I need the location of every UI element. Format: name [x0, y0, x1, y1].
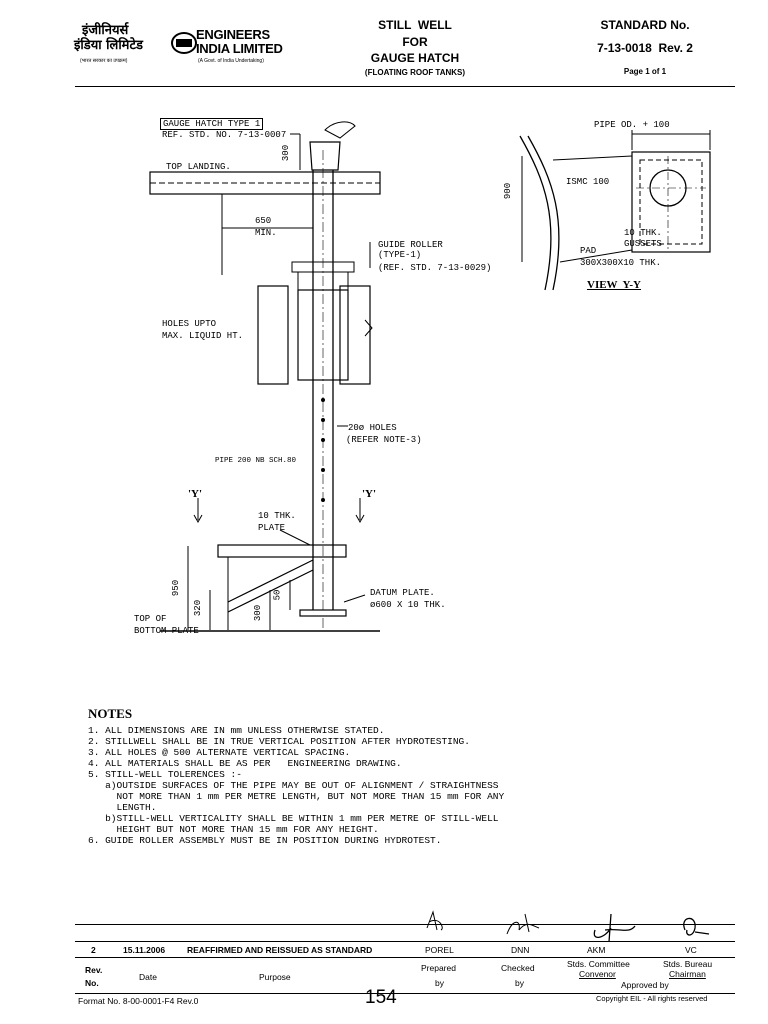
label-gussets-10: 10 THK.	[624, 228, 662, 238]
revision-table: 2 15.11.2006 REAFFIRMED AND REISSUED AS …	[75, 910, 735, 994]
format-number: Format No. 8-00-0001-F4 Rev.0	[78, 996, 199, 1006]
note-item: LENGTH.	[88, 802, 157, 813]
title-line3: GAUGE HATCH	[370, 51, 460, 65]
label-dim-950: 950	[171, 579, 182, 597]
label-holes-upto: HOLES UPTO	[162, 319, 217, 329]
label-refer-note: (REFER NOTE-3)	[346, 435, 422, 445]
logo-en-small: (A Govt. of India Undertaking)	[198, 58, 264, 64]
header-chairman-line1: Stds. Bureau	[663, 959, 713, 969]
label-dim-650: 650	[255, 216, 272, 226]
page-indicator: Page 1 of 1	[623, 67, 667, 76]
table-line	[75, 941, 735, 942]
label-dim-320: 320	[193, 599, 204, 617]
rev-convenor: AKM	[587, 945, 606, 955]
standard-label: STANDARD No.	[600, 18, 690, 32]
label-plate: PLATE	[258, 523, 286, 533]
note-item: 1. ALL DIMENSIONS ARE IN mm UNLESS OTHER…	[88, 725, 385, 736]
standard-number: 7-13-0018 Rev. 2	[597, 41, 693, 55]
label-datum-plate: DATUM PLATE.	[370, 588, 435, 598]
label-max-liquid: MAX. LIQUID HT.	[162, 331, 244, 341]
header-divider	[75, 86, 735, 87]
header-convenor-line2: Convenor	[579, 969, 616, 979]
header-rev-line1: Rev.	[85, 965, 103, 975]
note-item: 6. GUIDE ROLLER ASSEMBLY MUST BE IN POSI…	[88, 835, 442, 846]
note-item: NOT MORE THAN 1 mm PER METRE LENGTH, BUT…	[88, 791, 505, 802]
header-date: Date	[139, 972, 157, 982]
signature-convenor	[593, 913, 636, 943]
rev-chairman: VC	[685, 945, 697, 955]
label-top-of: TOP OF	[134, 614, 167, 624]
note-item: 5. STILL-WELL TOLERENCES :-	[88, 769, 242, 780]
label-datum-size: ø600 X 10 THK.	[370, 600, 446, 610]
note-item: 2. STILLWELL SHALL BE IN TRUE VERTICAL P…	[88, 736, 470, 747]
table-line	[75, 924, 735, 925]
logo-en-line2: INDIA LIMITED	[196, 41, 283, 56]
label-gauge-hatch: GAUGE HATCH TYPE 1	[160, 118, 264, 130]
note-item: a)OUTSIDE SURFACES OF THE PIPE MAY BE OU…	[88, 780, 499, 791]
label-dim-300-top: 300	[281, 144, 292, 162]
note-item: 4. ALL MATERIALS SHALL BE AS PER ENGINEE…	[88, 758, 402, 769]
label-holes-20: 20ø HOLES	[348, 423, 397, 433]
signature-prepared	[426, 910, 443, 931]
label-plate-10: 10 THK.	[258, 511, 296, 521]
header-prepared-line2: by	[435, 978, 444, 988]
rev-prepared: POREL	[425, 945, 454, 955]
label-y-right: 'Y'	[362, 488, 377, 500]
label-type-1: (TYPE-1)	[378, 250, 422, 260]
label-view-yy: VIEW Y-Y	[587, 279, 641, 291]
label-guide-roller: GUIDE ROLLER	[378, 240, 443, 250]
label-ref-std-2: (REF. STD. 7-13-0029)	[378, 263, 492, 273]
label-pad: PAD	[580, 246, 597, 256]
rev-checked: DNN	[511, 945, 530, 955]
label-dim-900: 900	[503, 182, 514, 200]
title-line4: (FLOATING ROOF TANKS)	[364, 68, 466, 77]
label-min: MIN.	[255, 228, 277, 238]
logo-en-line1: ENGINEERS	[196, 27, 270, 42]
rev-date: 15.11.2006	[123, 945, 166, 955]
company-logo: इंजीनियर्स इंडिया लिमिटेड (भारत सरकार का…	[70, 22, 310, 70]
rev-number: 2	[91, 945, 96, 955]
note-item: b)STILL-WELL VERTICALITY SHALL BE WITHIN…	[88, 813, 499, 824]
signatures	[426, 910, 710, 943]
header-convenor-line1: Stds. Committee	[567, 959, 630, 969]
label-ismc: ISMC 100	[566, 177, 610, 187]
label-pipe-200: PIPE 200 NB SCH.80	[215, 457, 297, 465]
label-ref-std-1: REF. STD. NO. 7-13-0007	[162, 130, 287, 140]
logo-hindi-line2: इंडिया लिमिटेड	[74, 38, 143, 53]
notes-list: 1. ALL DIMENSIONS ARE IN mm UNLESS OTHER…	[88, 725, 504, 846]
table-line	[75, 957, 735, 958]
logo-hindi-small: (भारत सरकार का उपक्रम)	[80, 58, 128, 64]
header-purpose: Purpose	[259, 972, 291, 982]
main-elevation-drawing	[149, 121, 711, 632]
title-line2: FOR	[402, 35, 428, 49]
header-approved: Approved by	[621, 980, 669, 990]
label-dim-300-bottom: 300	[253, 604, 264, 622]
label-dim-50: 50	[272, 589, 283, 601]
signature-checked	[506, 913, 540, 935]
copyright: Copyright EIL - All rights reserved	[596, 994, 708, 1003]
label-pad-size: 300X300X10 THK.	[580, 258, 662, 268]
label-bottom-plate: BOTTOM PLATE	[134, 626, 199, 636]
signature-chairman	[683, 917, 710, 936]
note-item: 3. ALL HOLES @ 500 ALTERNATE VERTICAL SP…	[88, 747, 351, 758]
label-y-left: 'Y'	[188, 488, 203, 500]
notes-title: NOTES	[88, 706, 133, 721]
eil-emblem-icon	[171, 32, 197, 54]
rev-purpose: REAFFIRMED AND REISSUED AS STANDARD	[187, 945, 373, 955]
header-checked-line2: by	[515, 978, 524, 988]
table-line	[75, 993, 735, 994]
label-gussets: GUSSETS	[624, 239, 662, 249]
note-item: HEIGHT BUT NOT MORE THAN 15 mm FOR ANY H…	[88, 824, 379, 835]
page-number: 154	[365, 987, 397, 1008]
header-rev-line2: No.	[85, 978, 99, 988]
header-checked-line1: Checked	[501, 963, 535, 973]
header-prepared-line1: Prepared	[421, 963, 456, 973]
label-top-landing: TOP LANDING.	[166, 162, 231, 172]
logo-hindi-line1: इंजीनियर्स	[82, 23, 129, 38]
label-pipe-od: PIPE OD. + 100	[594, 120, 670, 130]
header-chairman-line2: Chairman	[669, 969, 706, 979]
title-line1: STILL WELL	[378, 18, 452, 32]
